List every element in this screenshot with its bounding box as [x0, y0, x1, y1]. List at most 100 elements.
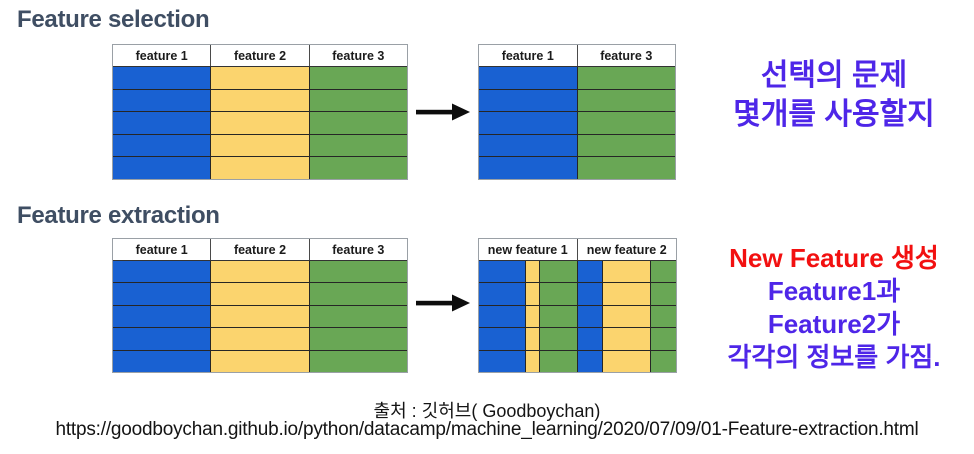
- table-row: [479, 350, 676, 373]
- table-header-row: new feature 1 new feature 2: [479, 239, 676, 261]
- data-cell: [479, 157, 578, 179]
- data-cell: [113, 89, 212, 112]
- column-header: feature 2: [211, 45, 310, 66]
- extraction-annotation: New Feature 생성 Feature1과 Feature2가 각각의 정…: [698, 242, 970, 374]
- table-row: [113, 261, 407, 284]
- extraction-annotation-line-4: 각각의 정보를 가짐.: [727, 342, 941, 372]
- data-cell: [211, 157, 310, 179]
- data-cell: [539, 328, 578, 350]
- data-cell: [211, 112, 310, 134]
- data-cell: [309, 350, 407, 373]
- extraction-annotation-line-3: Feature2가: [767, 309, 901, 339]
- table-row: [479, 112, 675, 135]
- table-row: [479, 134, 675, 158]
- column-header: feature 1: [113, 239, 212, 260]
- data-cell: [602, 283, 651, 305]
- data-cell: [526, 283, 540, 305]
- data-cell: [309, 261, 407, 283]
- table-row: [113, 157, 407, 179]
- table-row: [479, 305, 676, 329]
- table-row: [113, 134, 407, 158]
- data-cell: [539, 261, 578, 283]
- data-cell: [309, 157, 407, 179]
- data-cell: [577, 305, 603, 328]
- data-cell: [577, 67, 675, 89]
- data-cell: [309, 134, 407, 157]
- data-cell: [113, 261, 212, 283]
- data-cell: [113, 134, 212, 157]
- data-cell: [479, 89, 578, 112]
- data-cell: [602, 305, 651, 328]
- table-row: [479, 157, 675, 179]
- column-header: new feature 1: [479, 239, 578, 260]
- table-row: [113, 283, 407, 306]
- data-cell: [577, 112, 675, 134]
- selection-annotation-line-2: 몇개를 사용할지: [733, 98, 935, 131]
- data-cell: [650, 283, 676, 305]
- data-cell: [309, 112, 407, 134]
- table-row: [113, 305, 407, 329]
- data-cell: [577, 283, 603, 305]
- data-cell: [526, 305, 540, 328]
- data-cell: [577, 328, 603, 350]
- data-cell: [113, 157, 212, 179]
- data-cell: [113, 67, 212, 89]
- data-cell: [113, 350, 212, 373]
- data-cell: [309, 305, 407, 328]
- data-cell: [211, 283, 310, 305]
- data-cell: [602, 261, 651, 283]
- right-arrow-icon: [416, 101, 470, 123]
- table-row: [479, 283, 676, 306]
- table-row: [479, 67, 675, 90]
- column-header: new feature 2: [586, 242, 667, 257]
- extraction-annotation-line-1: New Feature 생성: [729, 243, 939, 273]
- data-cell: [113, 328, 212, 350]
- data-cell: [479, 328, 527, 350]
- data-cell: [602, 350, 651, 373]
- right-arrow-icon: [416, 292, 470, 314]
- data-cell: [211, 305, 310, 328]
- data-cell: [650, 261, 676, 283]
- data-cell: [526, 350, 540, 373]
- data-cell: [602, 328, 651, 350]
- data-cell: [211, 328, 310, 350]
- data-cell: [577, 350, 603, 373]
- table-row: [113, 112, 407, 135]
- source-credit: 출처 : 깃허브( Goodboychan): [373, 401, 601, 421]
- feature-selection-heading: Feature selection: [17, 6, 210, 33]
- data-cell: [577, 89, 675, 112]
- selection-annotation-line-1: 선택의 문제: [760, 59, 908, 92]
- column-header: feature 3: [332, 48, 385, 63]
- data-cell: [526, 261, 540, 283]
- data-cell: [309, 283, 407, 305]
- data-cell: [650, 328, 676, 350]
- data-cell: [479, 350, 527, 373]
- source-url: https://goodboychan.github.io/python/dat…: [55, 419, 919, 440]
- table-row: [113, 67, 407, 90]
- data-cell: [479, 112, 578, 134]
- column-header: feature 1: [479, 45, 578, 66]
- data-cell: [577, 261, 603, 283]
- table-row: [113, 350, 407, 373]
- table-row: [113, 89, 407, 113]
- data-cell: [309, 89, 407, 112]
- data-cell: [211, 67, 310, 89]
- data-cell: [113, 112, 212, 134]
- table-row: [479, 89, 675, 113]
- column-header: feature 2: [211, 239, 310, 260]
- table-body: [113, 261, 407, 373]
- table-body: [479, 261, 676, 373]
- table-body: [479, 67, 675, 179]
- column-header: feature 3: [332, 242, 385, 257]
- data-cell: [309, 67, 407, 89]
- data-cell: [211, 350, 310, 373]
- data-cell: [479, 283, 527, 305]
- data-cell: [113, 305, 212, 328]
- data-cell: [479, 261, 527, 283]
- data-cell: [650, 350, 676, 373]
- data-cell: [211, 89, 310, 112]
